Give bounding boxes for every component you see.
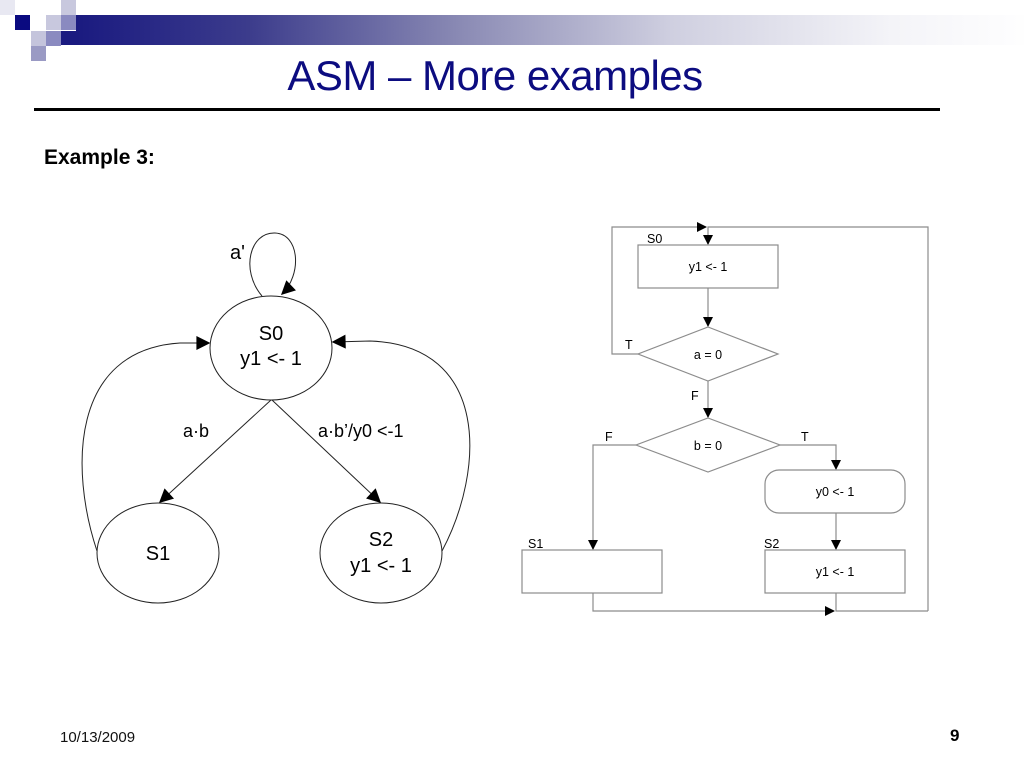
asm-state-s0-content: y1 <- 1: [689, 260, 728, 274]
asm-path-b-true-to-output: [780, 444, 841, 470]
deco-square: [31, 46, 46, 61]
deco-square: [0, 0, 15, 15]
asm-path-s1-to-merge: [592, 593, 835, 616]
state-s1: [96, 502, 220, 604]
title-underline: [34, 108, 940, 111]
asm-decision-b: [634, 417, 782, 473]
header-gradient-bar: [76, 15, 1024, 45]
state-s2-action: y1 <- 1: [350, 555, 412, 577]
asm-chart: S0 y1 <- 1 a = 0 T F b = 0 F T y0 <- 1 S…: [521, 222, 929, 616]
transition-self-loop-s0: [249, 232, 296, 297]
asm-state-label-s2: S2: [764, 537, 779, 551]
state-diagram: a' S0 y1 <- 1 S1 S2 y1 <- 1 a·b a·b’/y0 …: [81, 232, 471, 604]
asm-state-box-s0: [637, 244, 779, 289]
asm-decision-b-true-label: T: [801, 430, 809, 444]
state-s2: [319, 502, 443, 604]
state-s0-name: S0: [259, 323, 283, 345]
asm-decision-a-true-label: T: [625, 338, 633, 352]
transition-s2-s0: [331, 334, 471, 552]
deco-square: [31, 31, 46, 46]
asm-state-label-s1: S1: [528, 537, 543, 551]
asm-conditional-output-content: y0 <- 1: [816, 485, 855, 499]
transition-s1-s0: [81, 336, 211, 552]
asm-state-box-s2: [764, 549, 906, 594]
transition-label-self-loop: a': [230, 242, 245, 264]
state-s1-name: S1: [146, 543, 170, 565]
asm-state-label-s0: S0: [647, 232, 662, 246]
asm-decision-a-false-label: F: [691, 389, 699, 403]
asm-path-s2-to-merge: [835, 593, 928, 612]
deco-square: [61, 0, 76, 15]
transition-label-s0-s1: a·b: [183, 421, 209, 441]
deco-square: [61, 31, 76, 45]
asm-decision-b-condition: b = 0: [694, 439, 722, 453]
asm-decision-a-condition: a = 0: [694, 348, 722, 362]
example-heading: Example 3:: [44, 146, 155, 169]
page-number: 9: [950, 726, 960, 745]
asm-conditional-output-y0: [764, 469, 906, 514]
deco-square: [61, 15, 76, 30]
asm-path-b-false-to-s1: [588, 444, 636, 550]
asm-decision-b-false-label: F: [605, 430, 613, 444]
asm-state-box-s1: [521, 549, 663, 594]
asm-state-s2-content: y1 <- 1: [816, 565, 855, 579]
transition-s0-s2: [271, 399, 382, 503]
header-decoration: [0, 0, 1024, 70]
transition-s0-s1: [158, 399, 272, 503]
asm-path-a-true-loop: [611, 222, 707, 355]
state-s0-action: y1 <- 1: [240, 348, 302, 370]
deco-square: [15, 15, 30, 30]
asm-path-return-to-s0: [703, 226, 929, 611]
deco-square: [46, 31, 61, 46]
transition-label-s0-s2: a·b’/y0 <-1: [318, 421, 404, 441]
slide-title: ASM – More examples: [287, 52, 703, 99]
deco-square: [46, 15, 61, 30]
footer-date: 10/13/2009: [60, 729, 136, 746]
state-s2-name: S2: [369, 529, 393, 551]
